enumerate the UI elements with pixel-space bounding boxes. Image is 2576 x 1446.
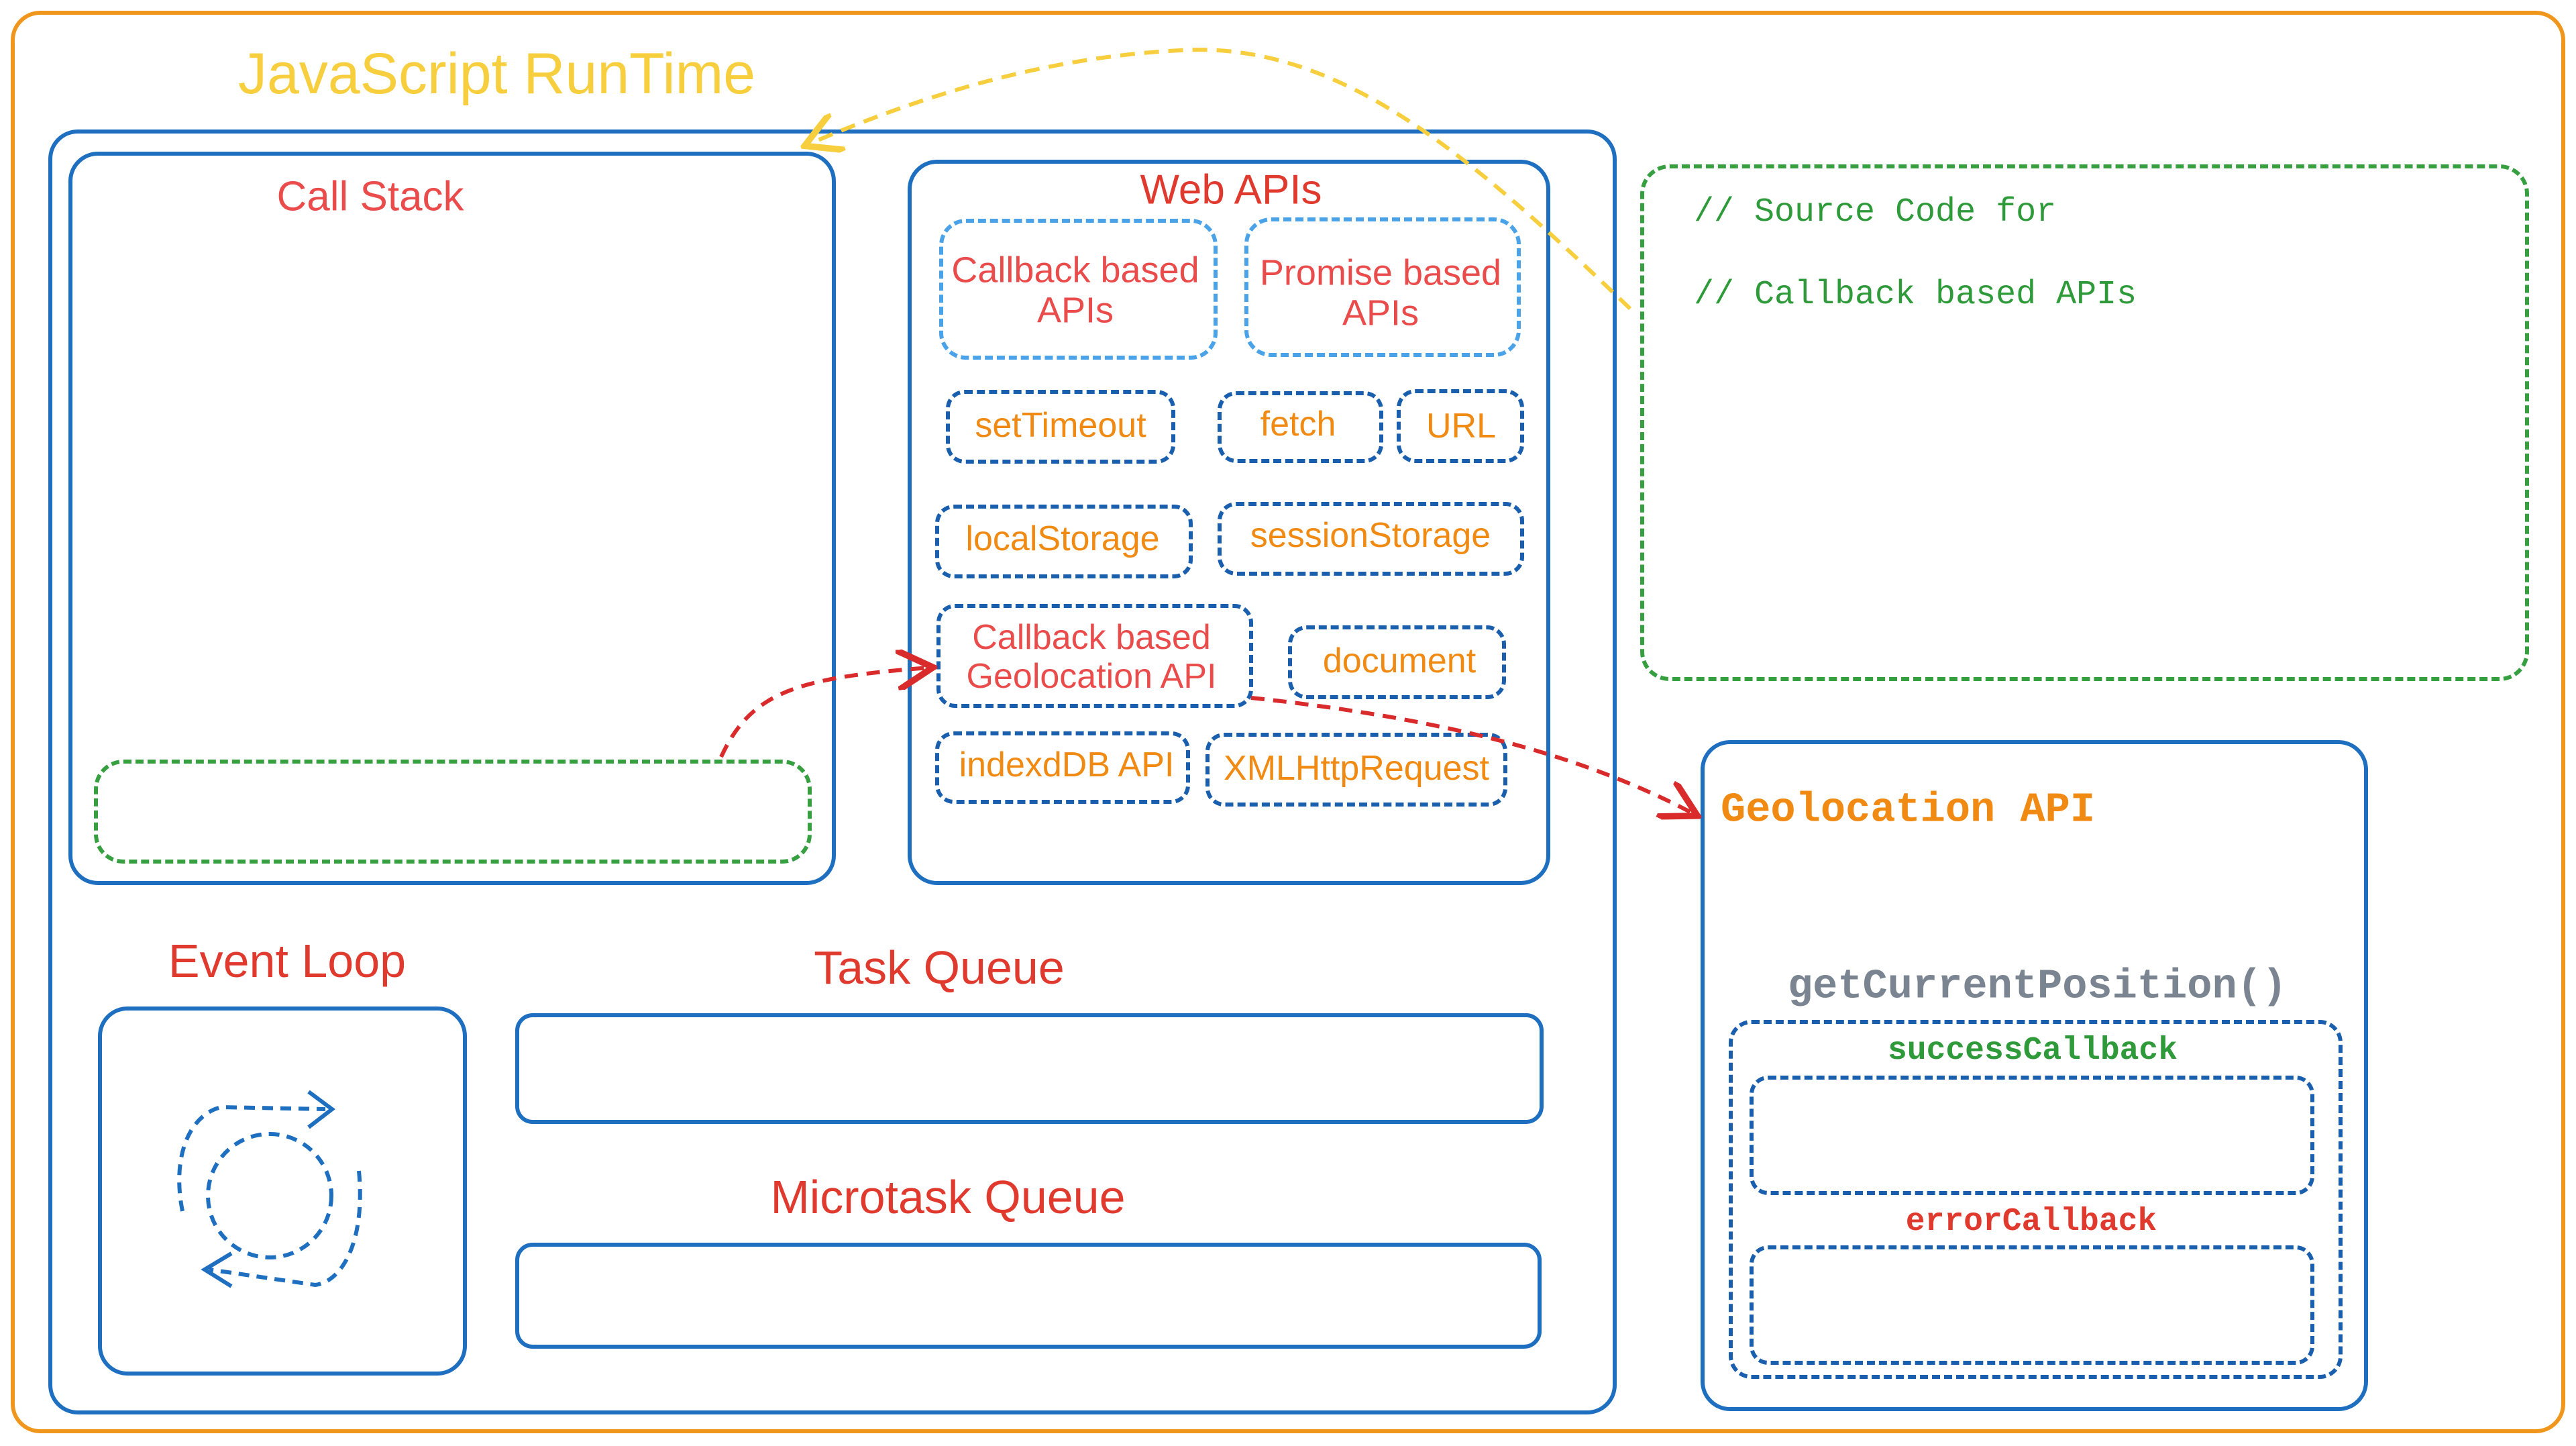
microtask-queue-title: Microtask Queue — [770, 1170, 1126, 1223]
error-callback-slot — [1750, 1245, 2314, 1365]
localstorage-box — [935, 505, 1193, 578]
call-stack-box — [68, 152, 836, 885]
event-loop-title: Event Loop — [168, 934, 407, 987]
task-queue-box — [515, 1013, 1544, 1124]
settimeout-box — [946, 390, 1175, 464]
indexeddb-box — [935, 731, 1190, 804]
url-label: URL — [1426, 406, 1497, 446]
indexeddb-label: indexdDB API — [959, 745, 1175, 784]
document-label: document — [1322, 641, 1477, 680]
sessionstorage-box — [1218, 502, 1524, 576]
call-stack-frame-slot — [94, 760, 812, 864]
web-apis-box — [908, 160, 1550, 885]
web-apis-title: Web APIs — [1140, 166, 1322, 213]
xmlhttprequest-label: XMLHttpRequest — [1224, 748, 1489, 788]
get-current-position-box — [1729, 1020, 2343, 1379]
callback-based-apis-label: Callback based APIs — [951, 250, 1199, 331]
document-box — [1288, 625, 1506, 699]
event-loop-cycle-icon — [177, 1090, 362, 1288]
runtime-title: JavaScript RunTime — [238, 41, 756, 106]
geolocation-api-panel — [1701, 740, 2368, 1411]
call-stack-title: Call Stack — [276, 173, 464, 220]
geolocation-to-panel-arrow — [1250, 696, 1694, 814]
source-code-line-2: // Callback based APIs — [1694, 276, 2137, 314]
url-box — [1397, 389, 1524, 463]
xmlhttprequest-box — [1205, 733, 1507, 807]
success-callback-slot — [1750, 1076, 2314, 1195]
localstorage-label: localStorage — [965, 519, 1160, 558]
source-code-line-1: // Source Code for — [1694, 193, 2057, 231]
task-queue-title: Task Queue — [814, 941, 1065, 994]
geolocation-api-label: Callback based Geolocation API — [966, 617, 1217, 696]
microtask-queue-box — [515, 1243, 1542, 1349]
sessionstorage-label: sessionStorage — [1250, 515, 1491, 555]
error-callback-label: errorCallback — [1905, 1204, 2157, 1241]
promise-based-apis-label: Promise based APIs — [1259, 252, 1502, 333]
source-code-box — [1640, 164, 2529, 681]
callback-based-apis-box — [939, 219, 1218, 360]
geolocation-api-panel-title: Geolocation API — [1721, 786, 2096, 834]
call-stack-to-geolocation-arrow — [719, 668, 929, 758]
source-to-call-stack-arrow — [808, 48, 1632, 311]
success-callback-label: successCallback — [1887, 1033, 2178, 1070]
settimeout-label: setTimeout — [975, 405, 1146, 445]
fetch-label: fetch — [1260, 404, 1336, 444]
get-current-position-label: getCurrentPosition() — [1787, 962, 2288, 1011]
fetch-box — [1218, 391, 1383, 463]
event-loop-box — [98, 1006, 467, 1376]
javascript-runtime-frame — [11, 11, 2565, 1433]
promise-based-apis-box — [1244, 217, 1521, 357]
